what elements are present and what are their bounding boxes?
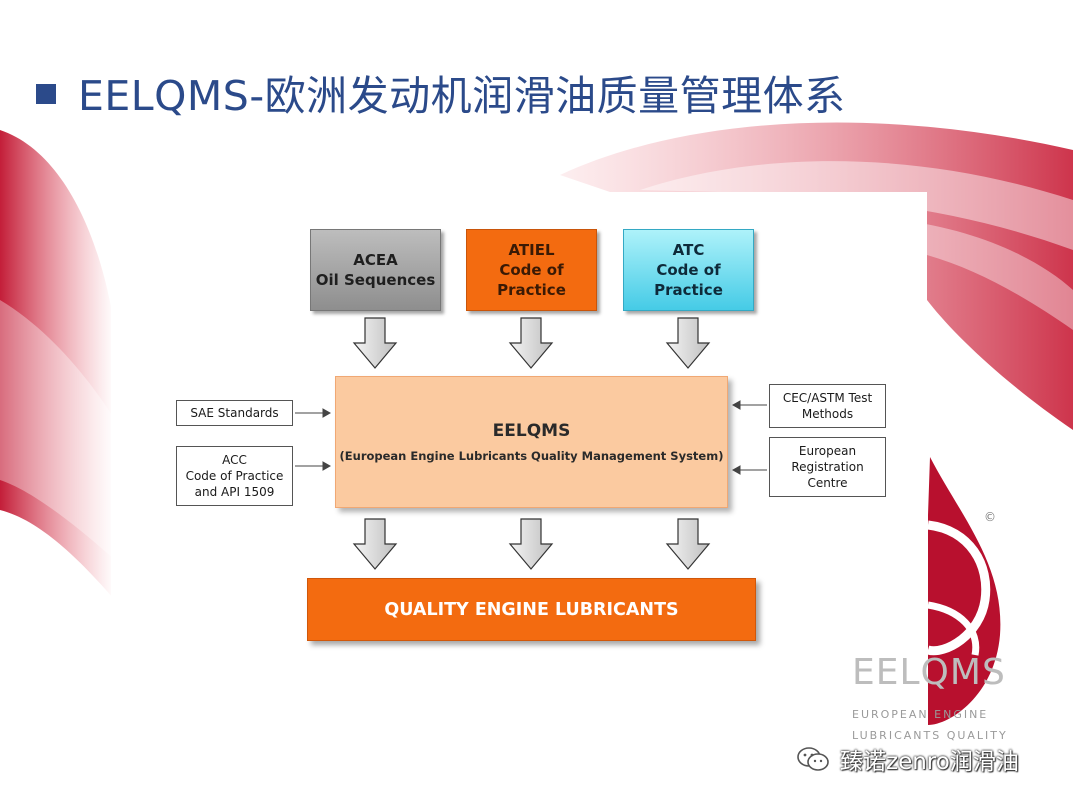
down-arrow-icon	[508, 317, 554, 369]
copyright-mark: ©	[984, 510, 996, 524]
right-arrow-icon	[322, 408, 332, 418]
acea-line-1: ACEA	[353, 251, 398, 269]
center-subtitle: (European Engine Lubricants Quality Mana…	[339, 449, 724, 463]
erc-line-1: European	[798, 444, 857, 458]
logo-tagline-1: EUROPEAN ENGINE	[852, 708, 989, 721]
cec-line-2: Methods	[801, 407, 854, 421]
atc-line-2: Code of	[656, 261, 721, 279]
acc-line-1: ACC	[222, 453, 247, 467]
atc-box: ATC Code of Practice	[623, 229, 754, 311]
cec-line-1: CEC/ASTM Test	[782, 391, 873, 405]
flow-arrows	[295, 317, 767, 570]
acea-box: ACEA Oil Sequences	[310, 229, 441, 311]
left-arrow-icon	[731, 465, 741, 475]
atiel-line-3: Practice	[497, 281, 566, 299]
atiel-box: ATIEL Code of Practice	[466, 229, 597, 311]
output-label: QUALITY ENGINE LUBRICANTS	[384, 599, 679, 620]
cec-astm-box: CEC/ASTM Test Methods	[769, 384, 886, 428]
right-arrow-icon	[322, 461, 332, 471]
slide-title: EELQMS-欧洲发动机润滑油质量管理体系	[78, 72, 846, 120]
left-arrow-icon	[731, 400, 741, 410]
diagram-panel: ACEA Oil Sequences ATIEL Code of Practic…	[111, 192, 927, 679]
eelqms-center-box: EELQMS (European Engine Lubricants Quali…	[335, 376, 728, 508]
atc-line-1: ATC	[672, 241, 705, 259]
eelqms-logo-drop-icon	[926, 457, 1001, 725]
watermark: 臻诺zenro润滑油	[796, 742, 1019, 776]
sae-standards-box: SAE Standards	[176, 400, 293, 426]
down-arrow-icon	[665, 518, 711, 570]
down-arrow-icon	[508, 518, 554, 570]
slide-title-row: EELQMS-欧洲发动机润滑油质量管理体系	[36, 62, 846, 122]
erc-line-3: Centre	[807, 476, 848, 490]
acea-line-2: Oil Sequences	[315, 271, 436, 289]
wechat-icon	[797, 747, 829, 771]
acc-line-3: and API 1509	[194, 485, 275, 499]
atiel-line-2: Code of	[499, 261, 564, 279]
watermark-text: 臻诺zenro润滑油	[840, 749, 1019, 775]
sae-line-1: SAE Standards	[190, 406, 279, 420]
acc-box: ACC Code of Practice and API 1509	[176, 446, 293, 506]
atiel-line-1: ATIEL	[508, 241, 555, 259]
down-arrow-icon	[665, 317, 711, 369]
erc-line-2: Registration	[791, 460, 864, 474]
down-arrow-icon	[352, 317, 398, 369]
logo-tagline-2: LUBRICANTS QUALITY	[852, 729, 1008, 742]
european-registration-box: European Registration Centre	[769, 437, 886, 497]
down-arrows-top	[352, 317, 711, 369]
center-title: EELQMS	[492, 421, 571, 441]
atc-line-3: Practice	[654, 281, 723, 299]
acc-line-2: Code of Practice	[185, 469, 284, 483]
quality-output-box: QUALITY ENGINE LUBRICANTS	[307, 578, 756, 641]
down-arrow-icon	[352, 518, 398, 570]
title-bullet	[36, 84, 56, 104]
side-arrows	[295, 400, 767, 475]
down-arrows-bottom	[352, 518, 711, 570]
logo-wordmark: EELQMS	[852, 652, 1006, 693]
